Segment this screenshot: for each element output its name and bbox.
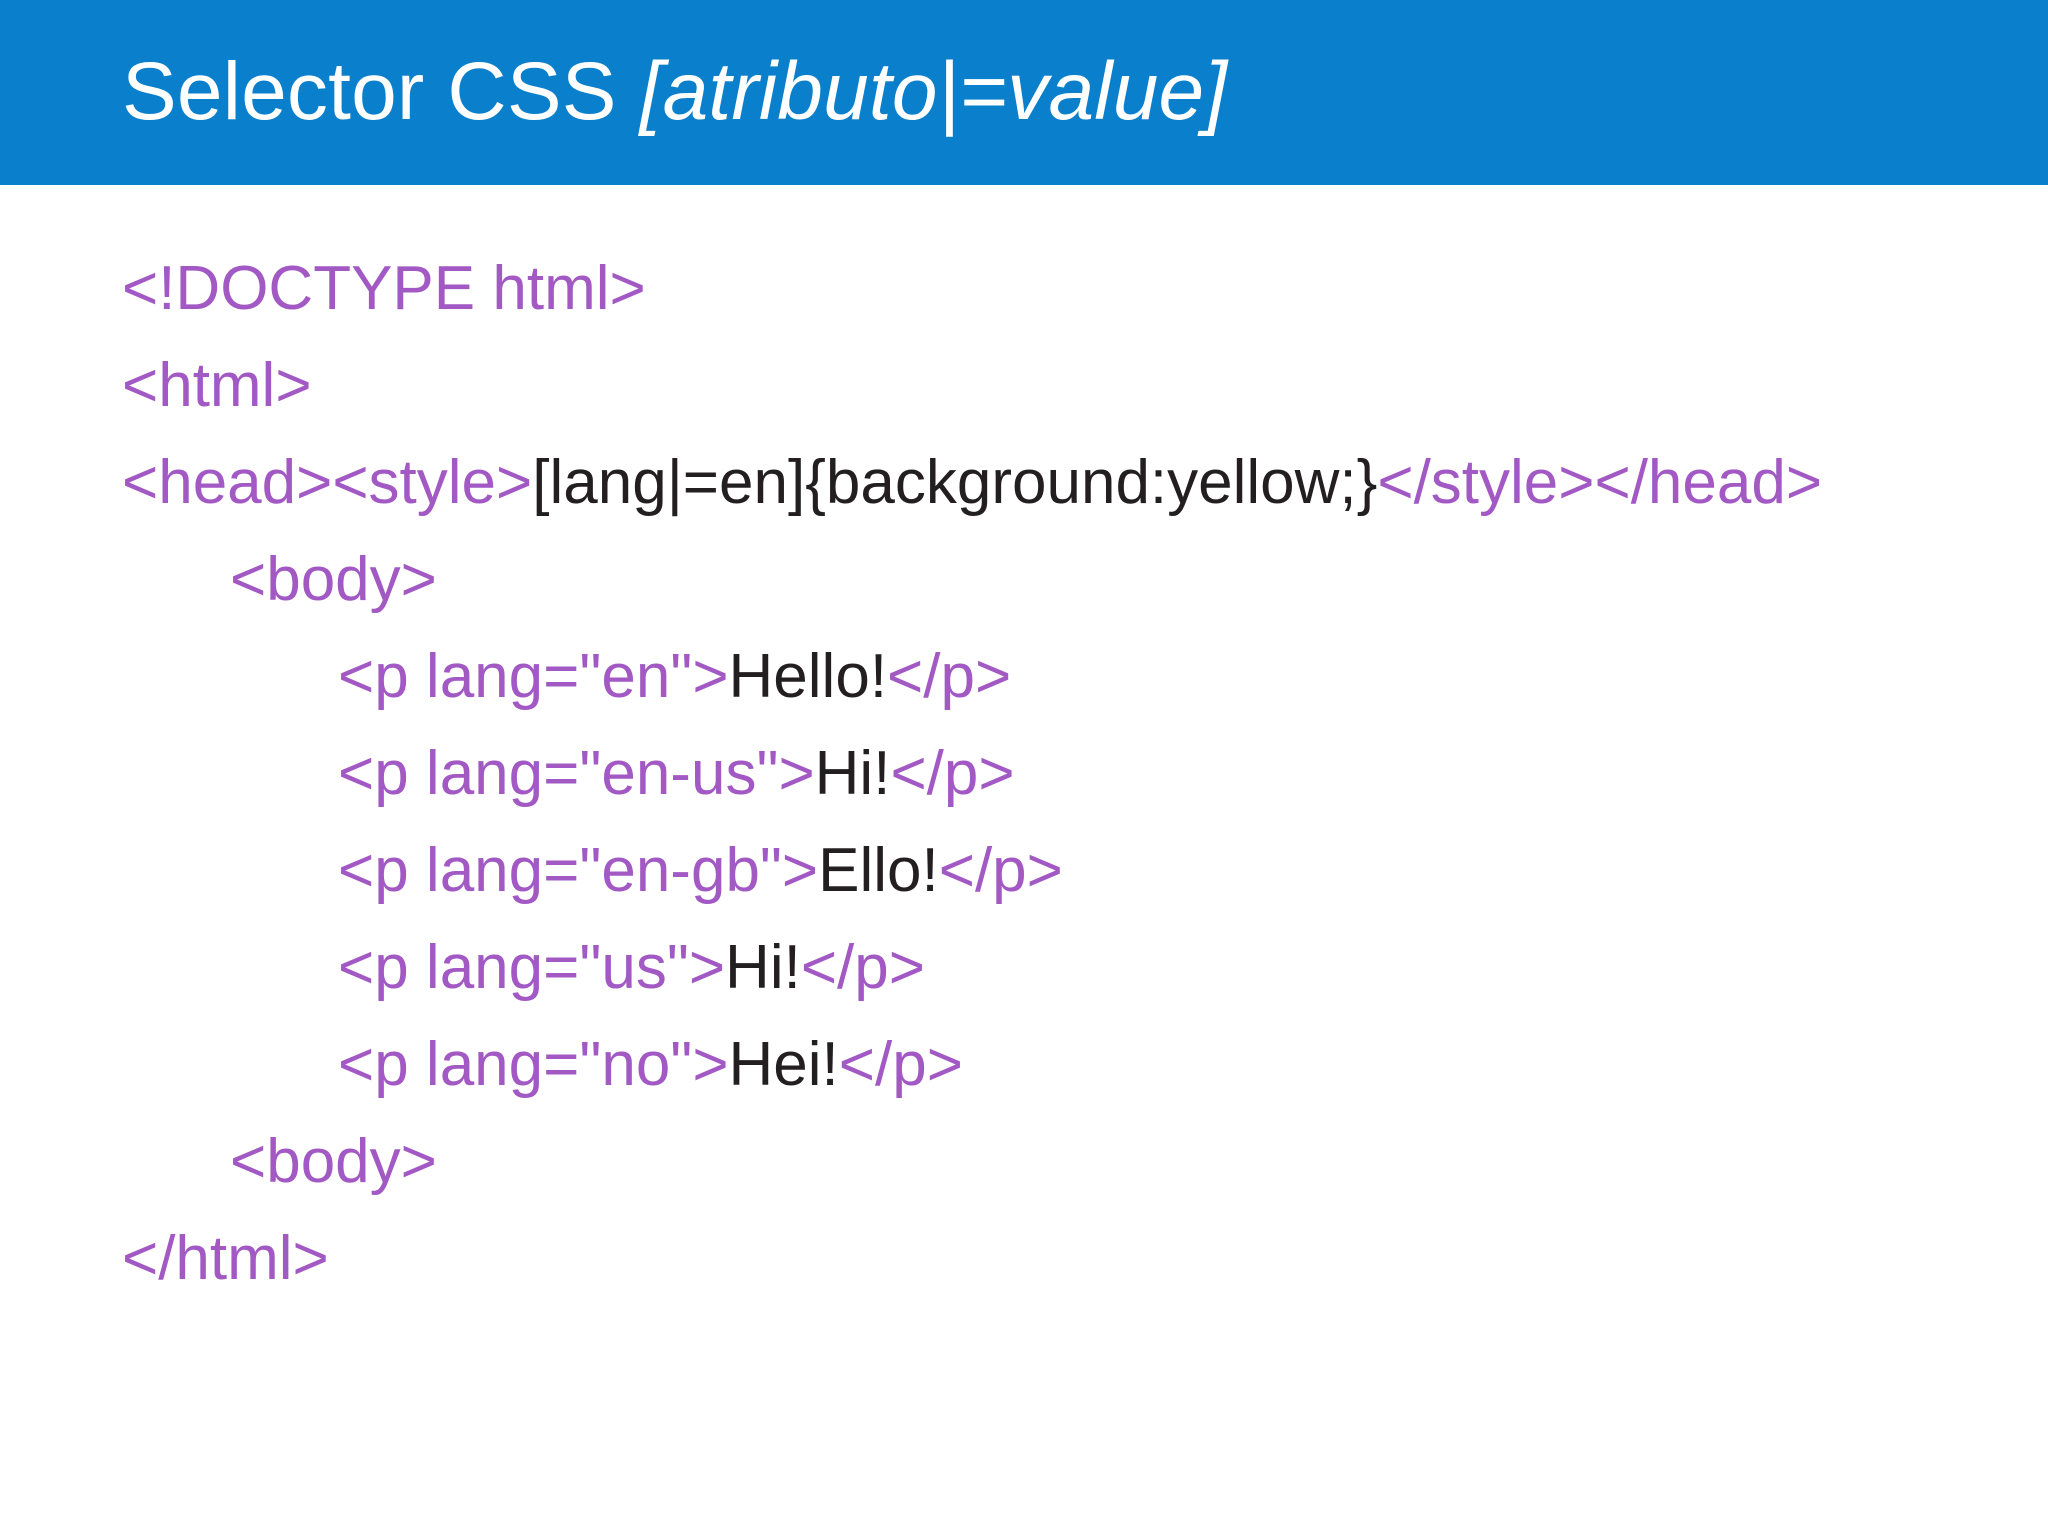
code-tag-segment: <p lang="us"> — [338, 933, 726, 1002]
code-tag-segment: </p> — [890, 739, 1015, 808]
code-text-segment: Hi! — [814, 739, 891, 808]
code-tag-segment: <p lang="no"> — [338, 1030, 729, 1099]
code-tag-segment: <html> — [122, 351, 312, 420]
page-title-plain: Selector CSS — [122, 46, 640, 138]
code-tag-segment: </p> — [800, 933, 925, 1002]
page-title-emphasis: [atributo|=value] — [639, 46, 1228, 138]
code-line: <p lang="no">Hei!</p> — [122, 1016, 1928, 1113]
code-line: <p lang="en">Hello!</p> — [122, 628, 1928, 725]
code-text-segment: Ello! — [818, 836, 939, 905]
code-tag-segment: <p lang="en"> — [338, 642, 729, 711]
code-text-segment: Hello! — [728, 642, 888, 711]
code-tag-segment: </p> — [938, 836, 1063, 905]
code-tag-segment: </html> — [122, 1224, 329, 1293]
code-line: <p lang="en-gb">Ello!</p> — [122, 822, 1928, 919]
code-text-segment: Hei! — [728, 1030, 839, 1099]
code-line: </html> — [122, 1210, 1928, 1307]
code-line: <body> — [122, 531, 1928, 628]
code-line: <p lang="us">Hi!</p> — [122, 919, 1928, 1016]
page-title: Selector CSS [atributo|=value] — [0, 49, 1227, 135]
code-listing: <!DOCTYPE html> <html> <head><style>[lang|… — [0, 185, 2048, 1307]
code-line: <body> — [122, 1113, 1928, 1210]
slide-header-bar: Selector CSS [atributo|=value] — [0, 0, 2048, 185]
code-tag-segment: <p lang="en-gb"> — [338, 836, 819, 905]
code-tag-segment: <body> — [230, 1127, 437, 1196]
code-line: <!DOCTYPE html> — [122, 240, 1928, 337]
code-line: <html> — [122, 337, 1928, 434]
code-line: <head><style>[lang|=en]{background:yello… — [122, 434, 1928, 531]
code-tag-segment: <!DOCTYPE html> — [122, 254, 646, 323]
code-tag-segment: <p lang="en-us"> — [338, 739, 815, 808]
code-tag-segment: <body> — [230, 545, 437, 614]
code-tag-segment: </p> — [887, 642, 1012, 711]
code-line: <p lang="en-us">Hi!</p> — [122, 725, 1928, 822]
code-text-segment: [lang|=en]{background:yellow;} — [532, 448, 1378, 517]
code-tag-segment: </p> — [838, 1030, 963, 1099]
code-text-segment: Hi! — [725, 933, 801, 1002]
code-tag-segment: </style></head> — [1377, 448, 1823, 517]
code-tag-segment: <head><style> — [122, 448, 533, 517]
